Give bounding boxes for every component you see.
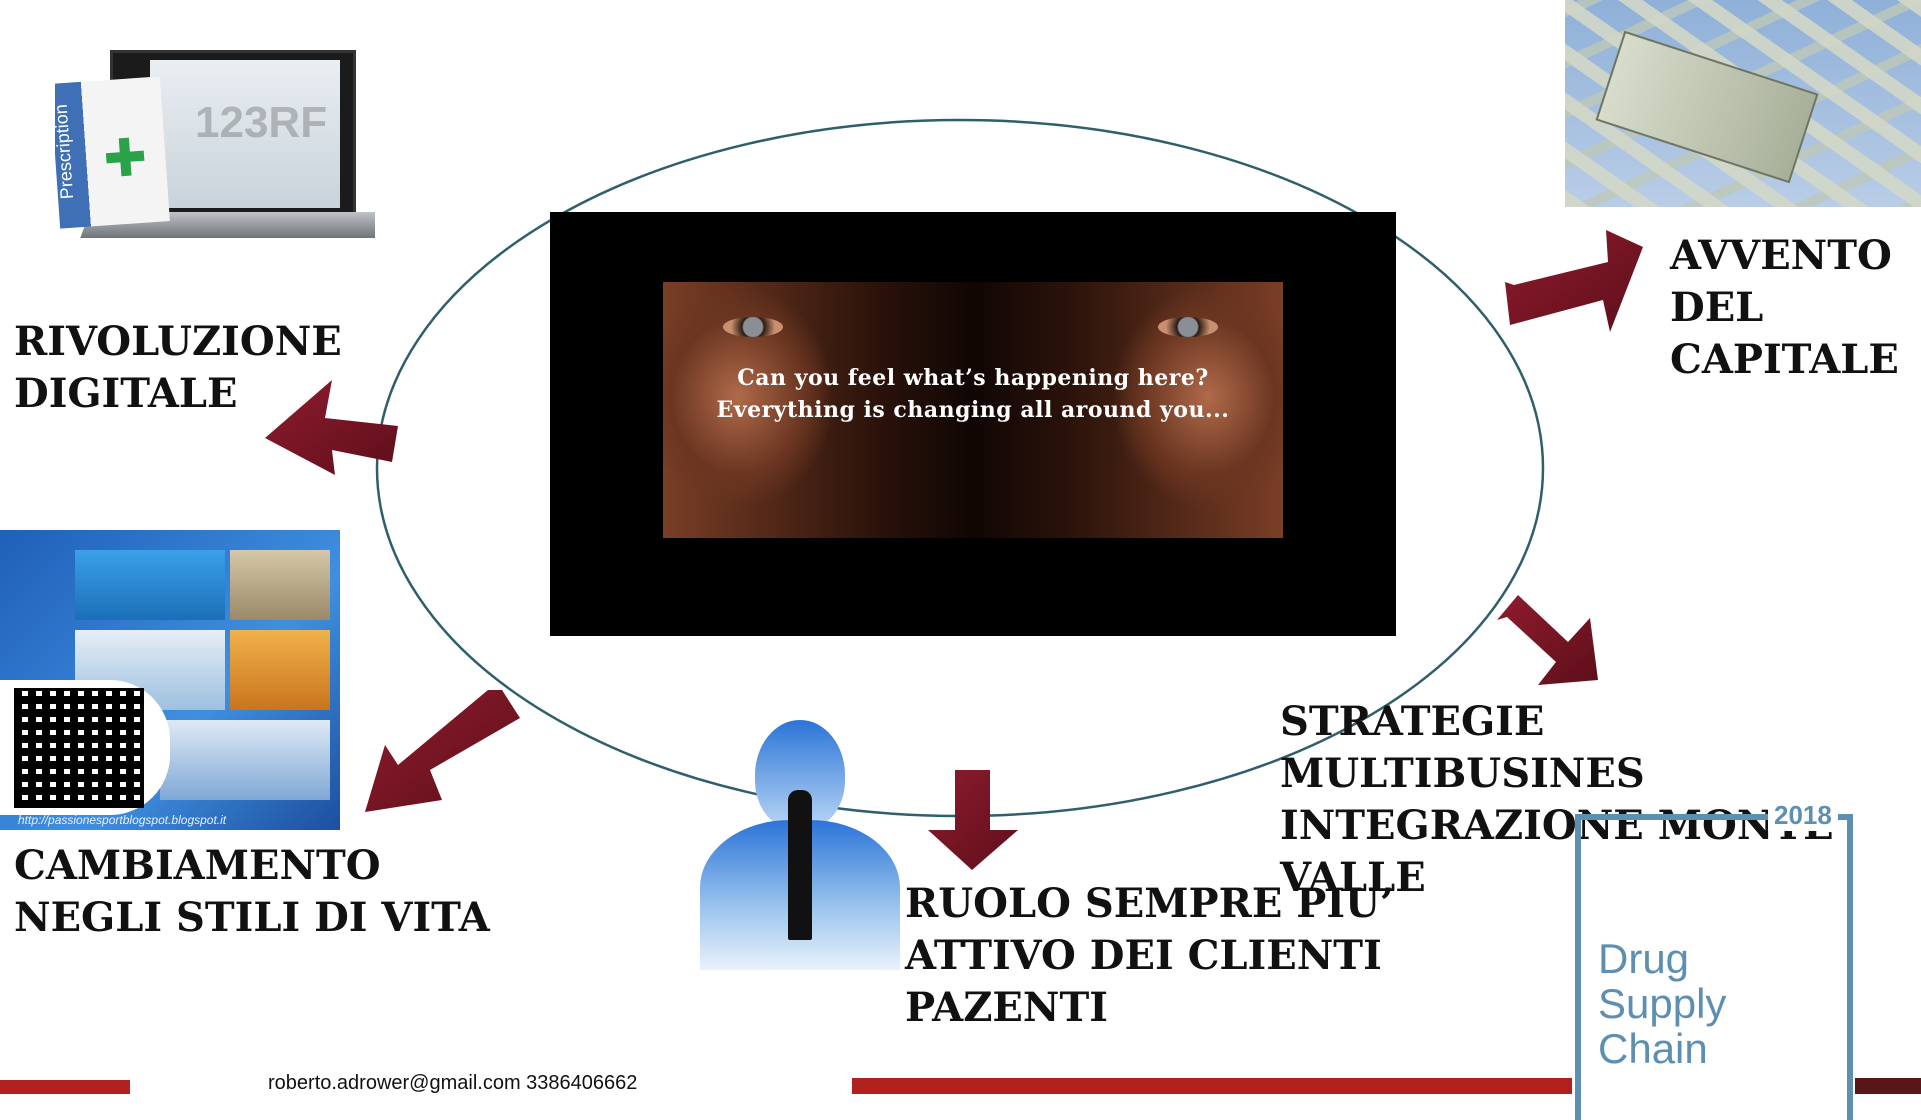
qr-url-text: http://passionesportblogspot.blogspot.it: [18, 813, 227, 827]
label-digital-revolution: RIVOLUZIONE DIGITALE: [14, 318, 342, 417]
right-eye: [1158, 317, 1218, 337]
laptop-prescription-image: Prescription ✚ 123RF: [55, 30, 375, 245]
label-lifestyle: CAMBIAMENTO NEGLI STILI DI VITA: [14, 842, 490, 941]
arrow-to-role: [928, 770, 1018, 870]
swimmer-photo: [75, 550, 225, 620]
label-strategies: STRATEGIE MULTIBUSINES INTEGRAZIONE MONT…: [1280, 698, 1834, 901]
label-capital: AVVENTO DEL CAPITALE: [1670, 232, 1899, 383]
silhouette-cloud-image: [700, 720, 900, 970]
footer-band-edge: [1855, 1078, 1921, 1094]
footer-contact: roberto.adrower@gmail.com 3386406662: [268, 1072, 638, 1094]
label-client-role: RUOLO SEMPRE PIU’ ATTIVO DEI CLIENTI PAZ…: [905, 880, 1394, 1031]
arrow-to-capital: [1505, 230, 1643, 332]
qr-panel: [0, 680, 170, 815]
green-cross-icon: ✚: [101, 127, 150, 191]
video-frame: Can you feel what’s happening here? Ever…: [550, 212, 1396, 636]
qr-code-icon: [14, 688, 144, 808]
footer-band-left: [0, 1080, 130, 1094]
prescription-text: Prescription: [55, 103, 78, 200]
drug-supply-chain-logo: [1575, 814, 1853, 1120]
cyclist-photo: [230, 550, 330, 620]
arrow-to-strategies: [1497, 595, 1598, 685]
arrow-to-lifestyle: [365, 690, 520, 812]
banknote: [1595, 30, 1819, 184]
video-caption-line-1: Can you feel what’s happening here?: [737, 365, 1209, 391]
video-still: Can you feel what’s happening here? Ever…: [663, 282, 1283, 538]
money-rain-image: [1565, 0, 1921, 207]
footer-band-right: [852, 1078, 1572, 1094]
doctor-coat: [150, 60, 340, 208]
video-caption: Can you feel what’s happening here? Ever…: [663, 362, 1283, 426]
video-caption-line-2: Everything is changing all around you...: [716, 397, 1230, 423]
sports-collage-image: http://passionesportblogspot.blogspot.it: [0, 530, 340, 830]
logo-title: Drug Supply Chain: [1598, 935, 1727, 1072]
walking-man-figure: [788, 790, 812, 940]
arrow-to-digital-revolution: [265, 380, 398, 475]
skater-photo: [160, 720, 330, 800]
logo-year: 2018: [1768, 800, 1838, 831]
diagram-canvas: [0, 118, 1921, 1094]
prescription-envelope: Prescription ✚: [55, 76, 170, 229]
left-eye: [723, 317, 783, 337]
watermark-text: 123RF: [195, 98, 328, 147]
drinker-photo: [230, 630, 330, 710]
